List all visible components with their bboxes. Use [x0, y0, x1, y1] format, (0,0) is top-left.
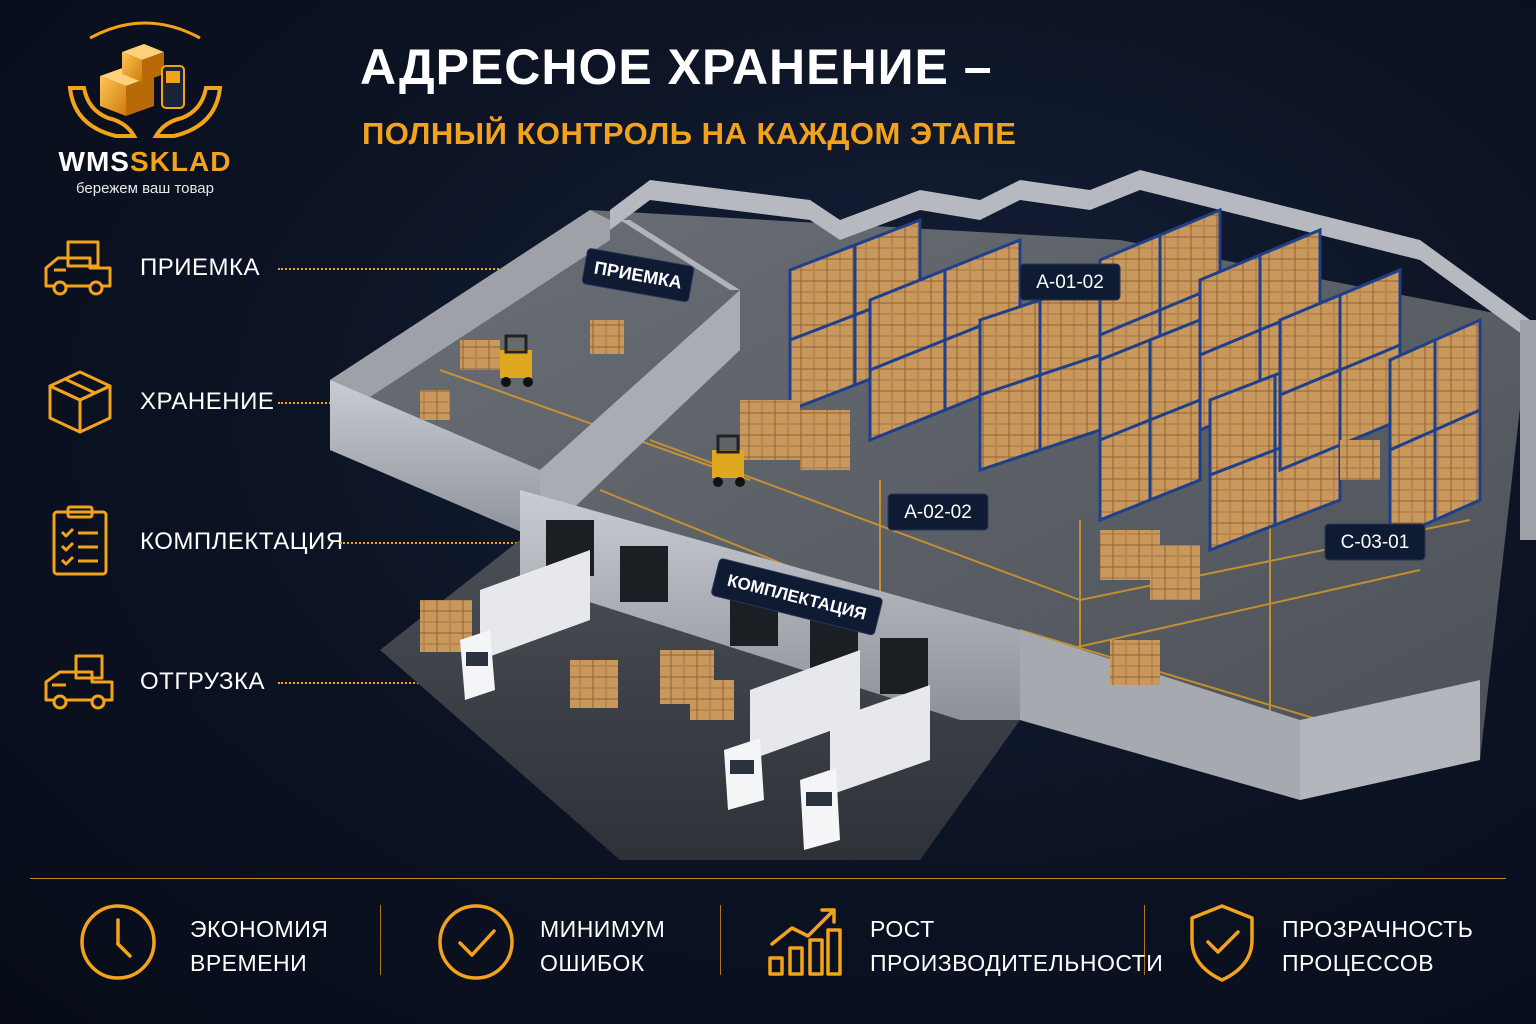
step-shipping: ОТГРУЗКА — [40, 642, 400, 722]
brand-part-sklad: SKLAD — [129, 146, 232, 177]
brand-tagline: бережем ваш товар — [75, 180, 214, 197]
connector-dots — [278, 268, 518, 270]
clock-icon — [80, 904, 156, 980]
connector-dots — [340, 542, 540, 544]
benefit-line1: МИНИМУМ — [540, 916, 666, 942]
truck-icon — [44, 240, 112, 296]
benefit-line1: ЭКОНОМИЯ — [190, 916, 329, 942]
benefit-line2: ОШИБОК — [540, 950, 645, 976]
warehouse-illustration: ПРИЕМКА КОМПЛЕКТАЦИЯ A-01-02 A-02-02 C-0… — [330, 170, 1536, 860]
step-label: ХРАНЕНИЕ — [140, 388, 275, 415]
box-icon — [48, 370, 112, 434]
benefit-productivity: РОСТ ПРОИЗВОДИТЕЛЬНОСТИ — [764, 898, 1163, 988]
connector-dots — [278, 682, 458, 684]
truck-icon — [44, 654, 114, 710]
step-storage: ХРАНЕНИЕ — [40, 362, 400, 442]
step-label: КОМПЛЕКТАЦИЯ — [140, 528, 344, 555]
benefit-transparency: ПРОЗРАЧНОСТЬ ПРОЦЕССОВ — [1180, 898, 1480, 988]
step-receiving: ПРИЕМКА — [40, 228, 400, 308]
clipboard-checklist-icon — [52, 505, 108, 576]
page-subtitle: ПОЛНЫЙ КОНТРОЛЬ НА КАЖДОМ ЭТАПЕ — [362, 116, 1017, 151]
address-label: C-03-01 — [1341, 532, 1410, 553]
benefit-line1: РОСТ — [870, 916, 935, 942]
benefit-line2: ПРОЦЕССОВ — [1282, 950, 1435, 976]
address-label: A-02-02 — [904, 502, 972, 523]
benefit-separator — [380, 905, 381, 975]
check-circle-icon — [438, 904, 514, 980]
benefit-separator — [720, 905, 721, 975]
brand-part-wms: WMS — [58, 146, 130, 177]
page-title: АДРЕСНОЕ ХРАНЕНИЕ – — [360, 39, 993, 95]
address-label: A-01-02 — [1036, 272, 1104, 293]
step-picking: КОМПЛЕКТАЦИЯ — [40, 502, 400, 582]
shield-check-icon — [1190, 904, 1254, 982]
benefit-line1: ПРОЗРАЧНОСТЬ — [1282, 916, 1474, 942]
growth-chart-icon — [768, 908, 842, 976]
benefit-line2: ВРЕМЕНИ — [190, 950, 308, 976]
benefit-line2: ПРОИЗВОДИТЕЛЬНОСТИ — [870, 950, 1164, 976]
logo: WMSSKLAD бережем ваш товар — [30, 18, 260, 208]
step-label: ПРИЕМКА — [140, 254, 260, 281]
benefit-errors: МИНИМУМ ОШИБОК — [434, 898, 714, 988]
bottom-divider — [30, 878, 1506, 879]
benefit-separator — [1144, 905, 1145, 975]
benefit-time: ЭКОНОМИЯ ВРЕМЕНИ — [76, 898, 376, 988]
brand-name: WMSSKLAD — [30, 146, 260, 178]
step-label: ОТГРУЗКА — [140, 668, 266, 695]
hands-boxes-scanner-icon — [67, 21, 223, 138]
